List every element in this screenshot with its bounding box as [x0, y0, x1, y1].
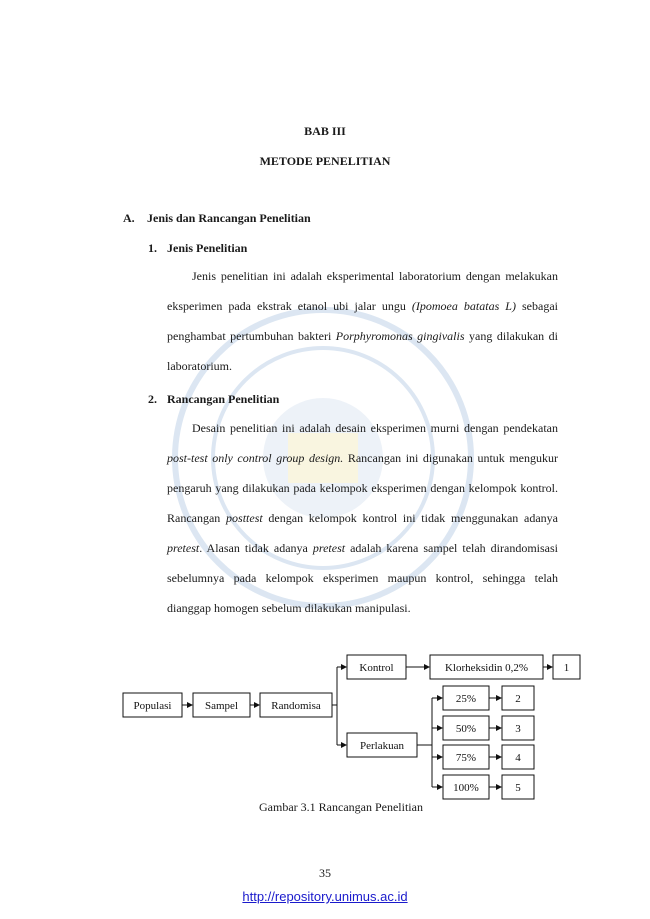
box-num-1: [552, 654, 581, 680]
sub1-italic-species: (Ipomoea batatas L): [411, 299, 516, 313]
sub1-text-1: Jenis penelitian ini adalah eksperimenta…: [167, 269, 558, 313]
label-dose-100: 100%: [453, 782, 479, 794]
sub2-text-2: Rancangan ini digunakan untuk mengukur p…: [167, 451, 558, 525]
label-num-1: 1: [564, 662, 570, 674]
sub2-text-5: adalah karena sampel telah dirandomisasi…: [167, 541, 558, 615]
label-num-2: 2: [515, 693, 521, 705]
sub1-marker: 1.: [148, 241, 157, 255]
label-dose-50: 50%: [456, 723, 476, 735]
sub2-italic-pretest-2: pretest: [312, 541, 346, 555]
figure-caption: Gambar 3.1 Rancangan Penelitian: [259, 800, 423, 814]
label-num-3: 3: [515, 723, 521, 735]
sub1-paragraph: Jenis penelitian ini adalah eksperimenta…: [167, 261, 558, 381]
label-sampel: Sampel: [205, 700, 238, 712]
label-populasi: Populasi: [134, 700, 172, 712]
label-klorheksidin: Klorheksidin 0,2%: [445, 662, 528, 674]
sub2-marker: 2.: [148, 392, 157, 406]
sub2-text-4: . Alasan tidak adanya: [199, 541, 313, 555]
sub2-text-1: Desain penelitian ini adalah desain eksp…: [192, 421, 558, 435]
sub2-italic-posttest: posttest: [226, 511, 263, 525]
label-num-4: 4: [515, 752, 521, 764]
label-perlakuan: Perlakuan: [360, 740, 404, 752]
box-num-3: [501, 715, 535, 741]
sub2-title: Rancangan Penelitian: [167, 392, 280, 406]
page-number: 35: [319, 866, 331, 880]
sub2-paragraph: Desain penelitian ini adalah desain eksp…: [167, 413, 558, 623]
box-num-4: [501, 744, 535, 770]
sub1-text-2: sebagai penghambat pertumbuhan bakteri: [167, 299, 558, 343]
sub2-italic-pretest-1: pretest: [167, 541, 200, 555]
label-dose-75: 75%: [456, 752, 476, 764]
sub1-italic-bacteria: Porphyromonas gingivalis: [335, 329, 465, 343]
section-a-title: Jenis dan Rancangan Penelitian: [147, 211, 311, 225]
label-randomisa: Randomisa: [271, 700, 321, 712]
chapter-title: METODE PENELITIAN: [259, 154, 391, 168]
box-num-5: [501, 774, 535, 800]
box-num-2: [501, 685, 535, 711]
label-kontrol: Kontrol: [359, 662, 393, 674]
label-dose-25: 25%: [456, 693, 476, 705]
sub2-italic-design: post-test only control group design.: [167, 451, 344, 465]
sub2-text-3: dengan kelompok kontrol ini tidak menggu…: [262, 511, 558, 525]
chapter-number: BAB III: [304, 124, 346, 138]
section-a-marker: A.: [123, 211, 135, 225]
label-num-5: 5: [515, 782, 521, 794]
sub1-title: Jenis Penelitian: [167, 241, 248, 255]
university-seal-watermark: [172, 307, 474, 609]
sub1-text-3: yang dilakukan di laboratorium.: [167, 329, 559, 373]
repository-link[interactable]: http://repository.unimus.ac.id: [242, 889, 408, 904]
